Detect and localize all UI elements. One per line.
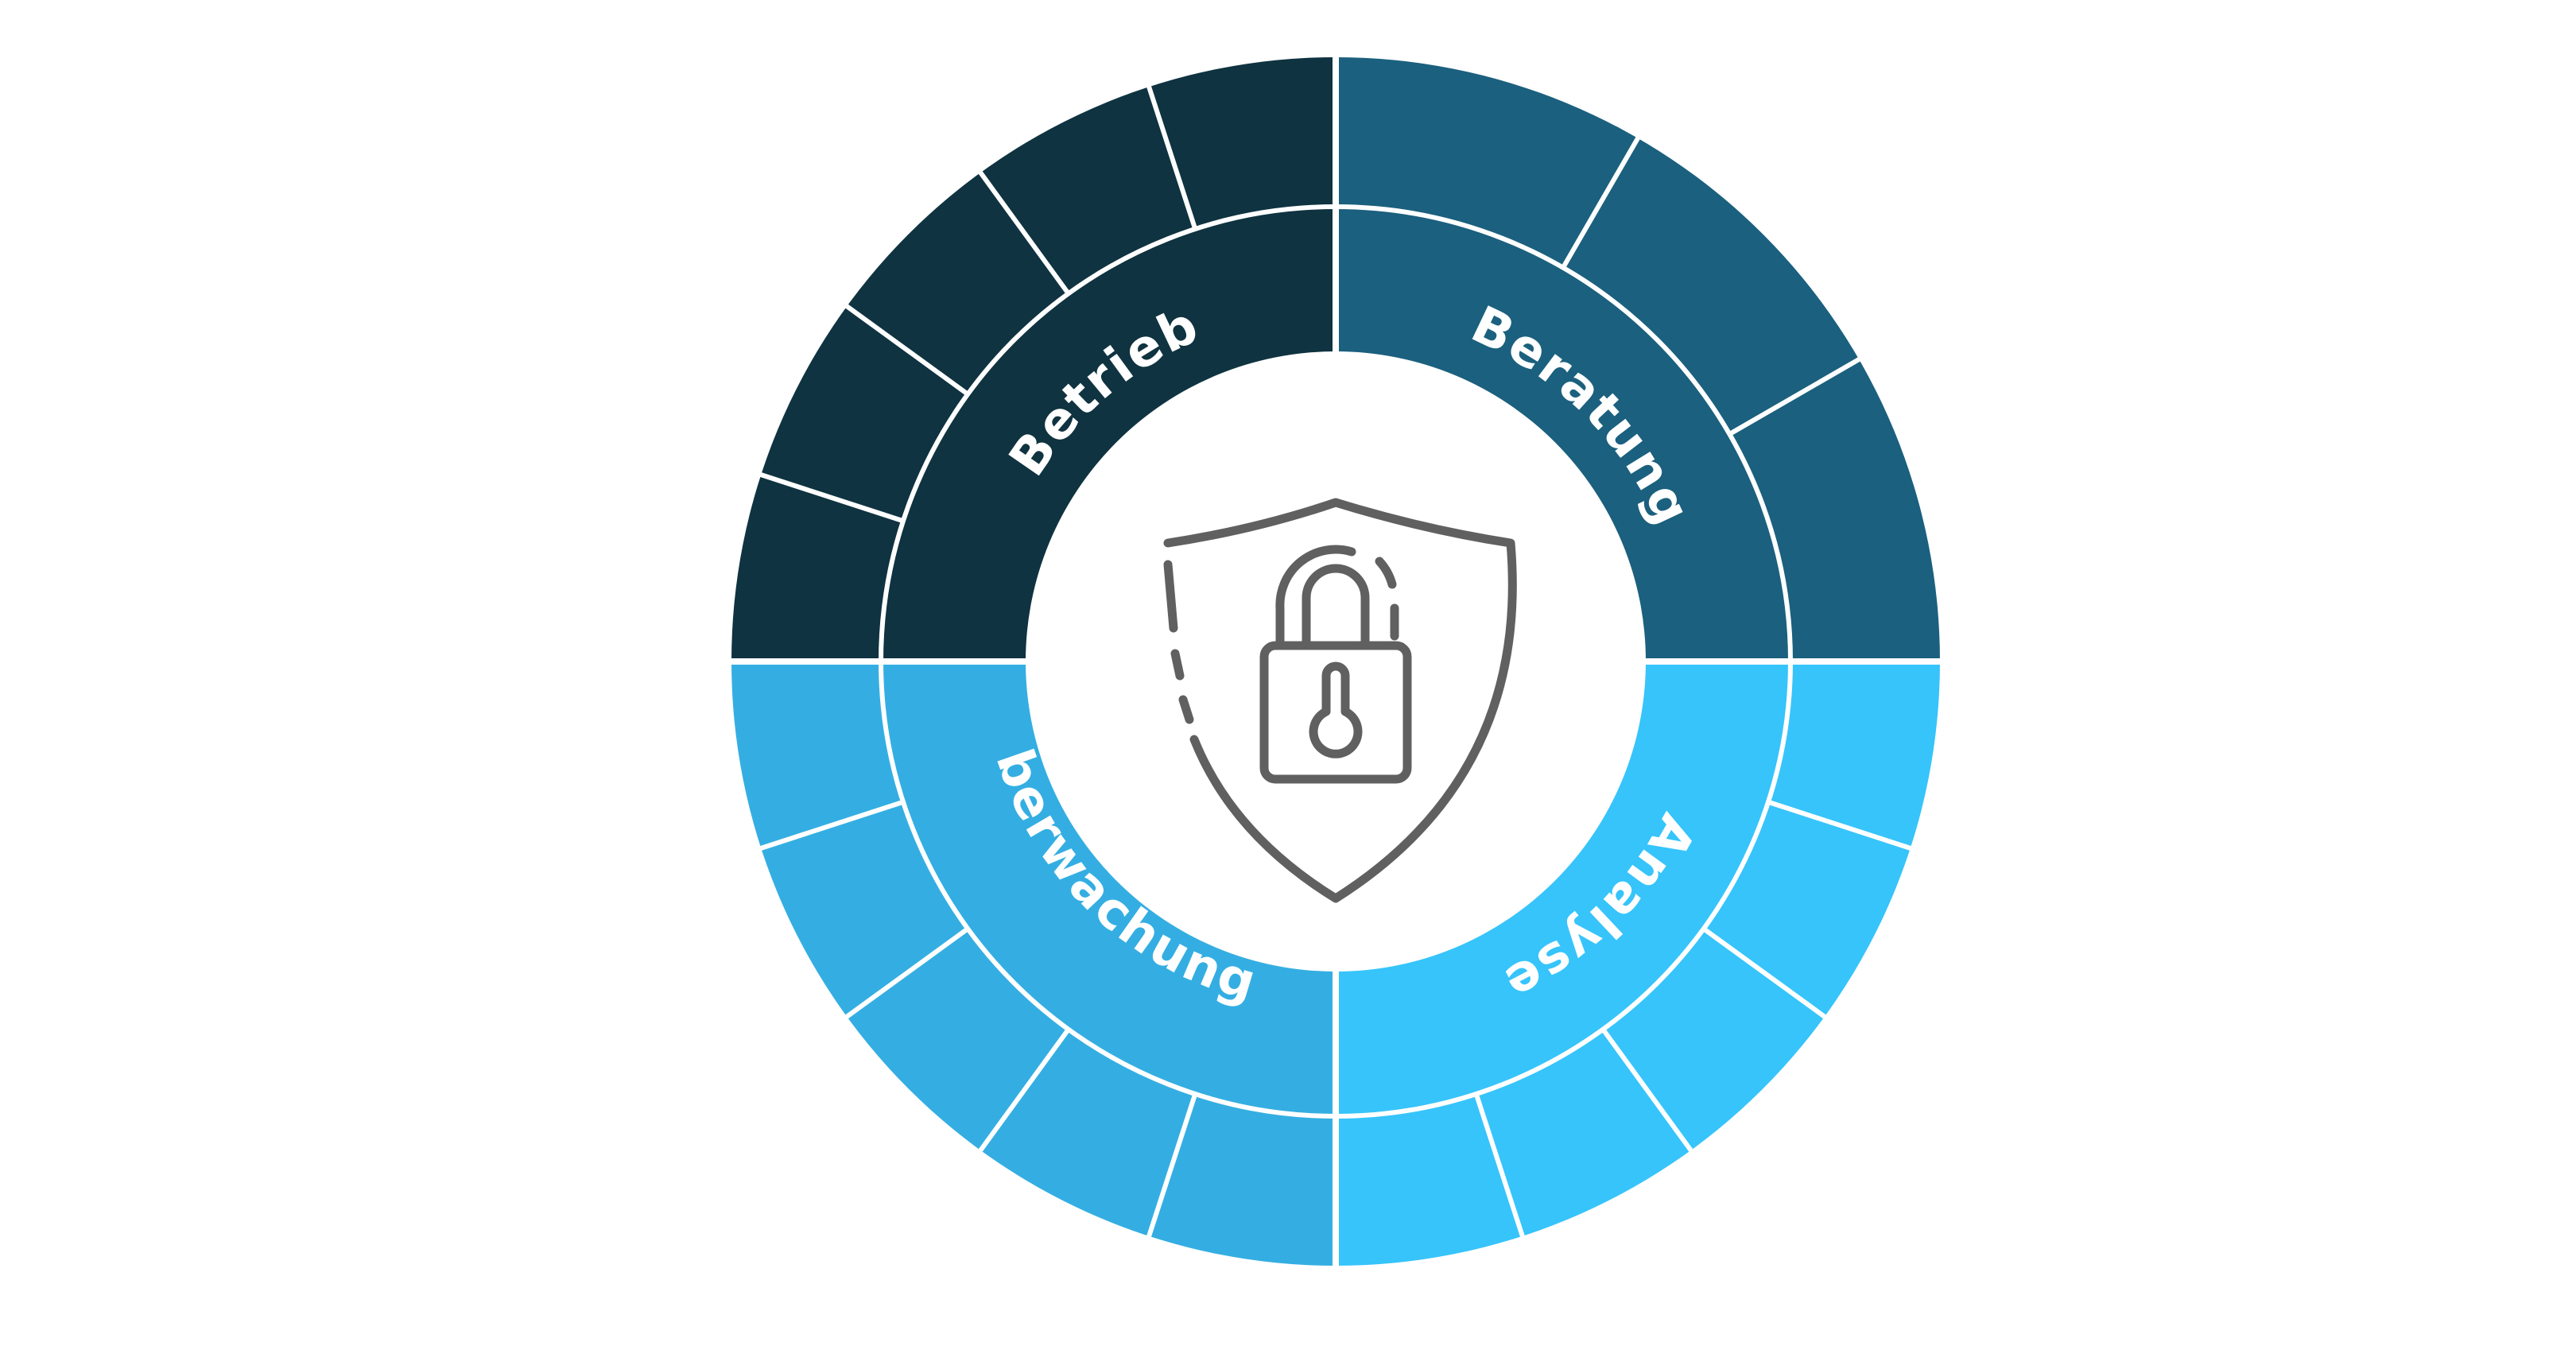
outer-segment-divider xyxy=(1600,1027,1694,1154)
quadrant-analyse xyxy=(1336,661,1940,1266)
outer-segment-divider xyxy=(977,1027,1071,1154)
quadrant-betrieb xyxy=(731,57,1336,661)
outer-segment-divider xyxy=(1146,84,1198,230)
quadrant-beratung xyxy=(1336,57,1940,661)
outer-segment-divider xyxy=(1561,135,1641,270)
ring-divider xyxy=(879,204,1793,1119)
outer-segment-divider xyxy=(844,303,970,397)
shield-lock-icon xyxy=(1163,498,1517,903)
outer-segment-divider xyxy=(1767,799,1913,851)
outer-segment-divider xyxy=(758,471,904,524)
outer-segment-divider xyxy=(758,799,904,851)
outer-segment-divider xyxy=(977,169,1071,296)
quadrant-ueberwachung xyxy=(731,661,1336,1266)
outer-segment-divider xyxy=(1146,1093,1198,1239)
outer-segment-divider xyxy=(1728,356,1862,436)
outer-segment-divider xyxy=(1473,1093,1526,1239)
outer-segment-divider xyxy=(1701,926,1828,1020)
outer-segment-divider xyxy=(844,926,970,1020)
